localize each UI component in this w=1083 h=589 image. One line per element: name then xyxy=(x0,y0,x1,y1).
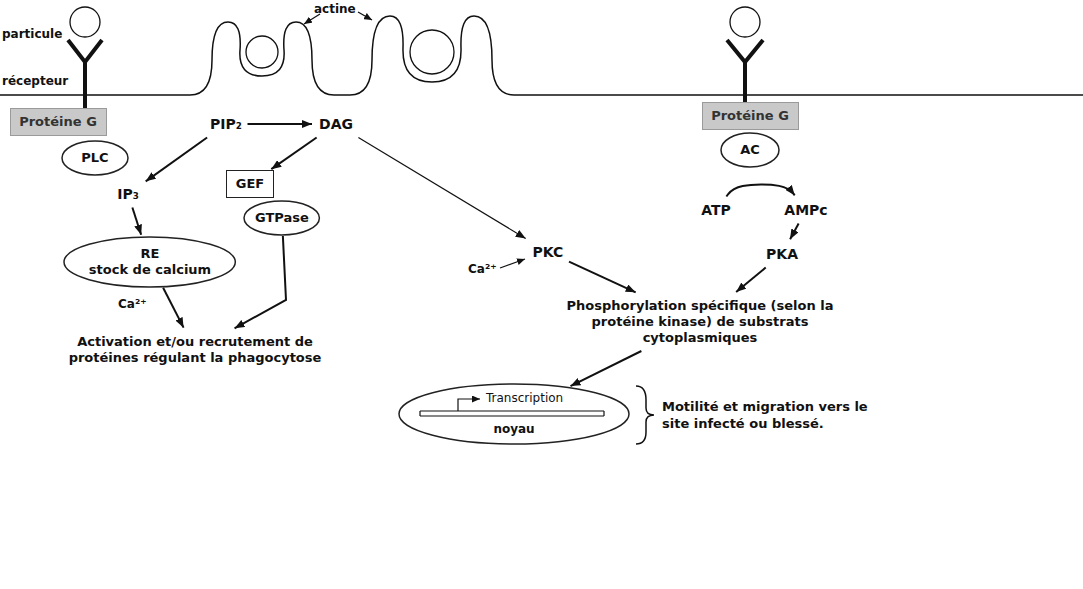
annotation-label: Ca²⁺ xyxy=(468,262,497,277)
node-text: AMPc xyxy=(784,202,829,219)
particle xyxy=(410,30,454,74)
organelle-ellipse: REstock de calcium xyxy=(63,236,236,288)
ellipse-outline xyxy=(64,237,235,287)
node-text: GTPase xyxy=(254,210,309,226)
node-text: Protéine G xyxy=(19,114,98,130)
particle xyxy=(730,7,760,37)
node-text: Protéine G xyxy=(711,108,790,124)
node-text: stock de calcium xyxy=(88,262,212,278)
node-text: Phosphorylation spécifique (selon la pro… xyxy=(535,298,866,346)
annotation-label: Ca²⁺ xyxy=(118,297,147,312)
annotation-label: Motilité et migration vers le site infec… xyxy=(662,398,887,432)
node-text: Activation et/ou recrutement de protéine… xyxy=(60,334,331,366)
node-text: PIP₂ xyxy=(210,116,243,133)
molecule-text: AMPc xyxy=(783,201,830,220)
enzyme-ellipse: PLC xyxy=(61,140,129,176)
annotation-label: actine xyxy=(314,2,356,17)
ellipse-outline xyxy=(62,141,128,175)
signal-arrow xyxy=(790,224,799,240)
calcium-arrow xyxy=(500,259,525,268)
node-text: PLC xyxy=(81,150,110,166)
transcription-start-arrow xyxy=(458,399,480,411)
process-box: GEF xyxy=(226,170,274,198)
kinase-text: PKC xyxy=(531,243,565,262)
annotation-label: récepteur xyxy=(2,74,68,89)
particle xyxy=(246,36,278,68)
node-text: Transcription xyxy=(486,391,563,406)
molecule-text: DAG xyxy=(318,115,355,134)
annotation-label: particule xyxy=(2,27,62,42)
particle xyxy=(70,7,100,37)
kinase-text: PKA xyxy=(765,245,800,264)
signal-arrow xyxy=(146,138,207,182)
signal-arrow xyxy=(271,138,316,170)
dna-strand xyxy=(420,411,604,416)
signal-arrow xyxy=(248,123,313,125)
molecule-text: ATP xyxy=(700,201,733,220)
signal-arrow xyxy=(132,208,141,235)
nucleus-ellipse: Transcription noyau xyxy=(398,383,630,445)
enzyme-ellipse: GTPase xyxy=(243,200,320,236)
node-text: RE xyxy=(88,246,212,262)
outcome-text: Phosphorylation spécifique (selon la pro… xyxy=(534,297,867,347)
node-text: noyau xyxy=(398,422,630,437)
signal-arrow xyxy=(736,268,766,293)
cell-membrane xyxy=(0,16,1083,95)
signal-arrow xyxy=(358,138,525,239)
enzyme-ellipse: AC xyxy=(720,132,780,168)
signal-arrow xyxy=(163,288,183,328)
node-text: PKC xyxy=(532,244,564,261)
node-text: AC xyxy=(740,142,761,158)
signal-arrow xyxy=(726,184,794,196)
signal-arrow xyxy=(235,236,286,328)
ellipse-outline xyxy=(721,133,779,167)
molecule-text: IP₃ xyxy=(116,185,141,204)
bracket xyxy=(636,386,654,444)
node-text: DAG xyxy=(319,116,354,133)
node-text: IP₃ xyxy=(117,186,140,203)
receptor-symbol xyxy=(68,40,102,108)
signal-arrow xyxy=(569,262,636,293)
node-text: PKA xyxy=(766,246,799,263)
receptor-symbol xyxy=(727,40,763,102)
protein-box: Protéine G xyxy=(10,108,107,136)
ellipse-outline xyxy=(244,201,319,235)
node-text: GEF xyxy=(235,176,265,192)
ellipse-outline xyxy=(399,384,629,444)
protein-box: Protéine G xyxy=(702,102,799,130)
actin-arrow xyxy=(358,12,372,20)
outcome-text: Activation et/ou recrutement de protéine… xyxy=(59,333,332,367)
signal-arrow xyxy=(570,351,641,386)
node-text: ATP xyxy=(701,202,732,219)
molecule-text: PIP₂ xyxy=(209,115,244,134)
